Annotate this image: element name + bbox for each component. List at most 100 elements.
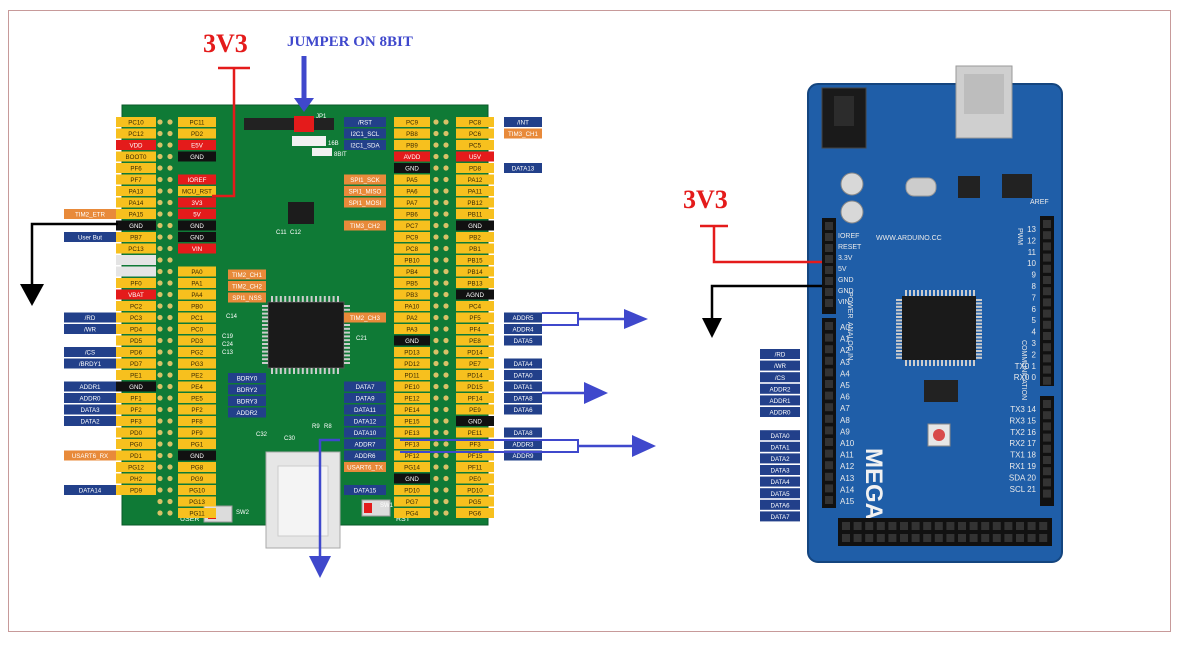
pin-label-bg — [504, 393, 542, 403]
col5-pin-6: SPI1_MISO — [344, 186, 386, 196]
mega-legend-label: ADDR1 — [770, 398, 792, 405]
mcu-pin — [301, 368, 304, 374]
pin-label-bg — [178, 347, 216, 357]
col2-pin-21: PD7 — [116, 358, 156, 369]
pin-label-bg — [456, 439, 494, 449]
pin-label-bg — [456, 232, 494, 242]
pin-label-text: PD14 — [467, 373, 483, 380]
pin-label-bg — [178, 209, 216, 219]
mega-mcu-pin — [976, 309, 982, 312]
header-pin-dot — [167, 337, 173, 344]
mega-silk-comm: TX1 18 — [1010, 451, 1036, 460]
pin-label-bg — [116, 462, 156, 472]
pin-label-text: PG9 — [191, 476, 204, 483]
mcu-pin — [275, 296, 278, 302]
mega-mcu-pin — [896, 339, 902, 342]
mega-mcu-chip — [902, 296, 976, 360]
header-pin-dot — [443, 452, 449, 459]
pin-label-bg — [456, 151, 494, 162]
pin-label-bg — [116, 381, 156, 392]
pin-label-bg — [504, 370, 542, 380]
pin-label-bg — [344, 427, 386, 438]
mega-header-pin — [825, 438, 833, 446]
pin-label-bg — [394, 427, 430, 438]
header-pin-dot — [443, 395, 449, 401]
pin-label-text: DATA4 — [513, 361, 533, 368]
mega-header-pin — [825, 345, 833, 354]
pin-label-bg — [116, 312, 156, 323]
col7-pin-21: PE7 — [456, 358, 494, 369]
header-pin-dot — [167, 211, 173, 217]
pin-label-text: PD0 — [130, 430, 143, 437]
mega-mcu-pin — [896, 312, 902, 315]
mega-mcu-pin — [933, 290, 935, 296]
pin-label-text: DATA14 — [79, 488, 102, 495]
addr-arrow-down — [309, 438, 340, 578]
header-pin-dot — [167, 441, 173, 447]
mega-header-pin — [992, 522, 1001, 530]
mega-silk-analog: A3 — [840, 358, 850, 367]
mega-silk-digital: 2 — [1032, 350, 1037, 359]
header-pin-dot — [167, 326, 173, 332]
col7-pin-23: PD15 — [456, 381, 494, 392]
pin-label-text: PG5 — [469, 499, 482, 506]
col4-pin-15: SPI1_NSS — [228, 292, 266, 303]
mcu-pin — [323, 296, 326, 302]
mega-header-pin — [992, 534, 1001, 542]
pin-label-text: PE15 — [404, 419, 420, 426]
mega-silk-analog: A14 — [840, 485, 855, 494]
mega-mcu-pin — [969, 360, 971, 366]
mega-header-pin — [1043, 332, 1051, 340]
col7-pin-34: PG6 — [456, 508, 494, 518]
mega-header-pin — [825, 414, 833, 423]
col8-pin-28: ADDR3 — [504, 439, 542, 449]
header-pin-dot — [433, 234, 439, 240]
pin-label-bg — [116, 220, 156, 231]
pin-label-text: GND — [468, 223, 482, 230]
header-pin-dot — [167, 487, 173, 493]
col6-pin-29: PF12 — [394, 450, 430, 461]
header-pin-dot — [157, 268, 163, 275]
header-pin-dot — [443, 291, 449, 298]
col2-pin-3: BOOT0 — [116, 151, 156, 162]
pin-label-text: PC8 — [469, 120, 482, 127]
pin-label-bg — [64, 358, 116, 369]
header-pin-dot — [443, 130, 449, 137]
pin-label-text: BOOT0 — [126, 154, 148, 161]
mcu-pin — [315, 296, 317, 302]
addr-arrow-top — [542, 309, 648, 329]
header-pin-dot — [157, 337, 163, 344]
pin-label-text: VIN — [192, 246, 202, 253]
pin-label-bg — [116, 450, 156, 461]
header-pin-dot — [157, 257, 163, 263]
mega-header-pin — [825, 222, 833, 230]
mega-header-pin — [1043, 444, 1051, 453]
header-pin-dot — [157, 406, 163, 413]
right-3v3-wire — [712, 226, 822, 264]
pin-label-bg — [116, 197, 156, 208]
col8-pin-27: DATA8 — [504, 427, 542, 438]
pin-label-text: U5V — [469, 154, 482, 161]
header-pin-dot — [433, 142, 439, 148]
mega-legend-label: DATA3 — [770, 468, 790, 475]
pin-label-bg — [178, 128, 216, 139]
mcu-pin — [262, 316, 268, 319]
mega-silk-power: 5V — [838, 266, 847, 273]
left-3v3-label: 3V3 — [203, 29, 248, 58]
pin-label-bg — [178, 393, 216, 403]
col2-pin-31: PH2 — [116, 473, 156, 484]
mega-mcu-pin — [921, 290, 923, 296]
pin-label-text: PA10 — [405, 304, 420, 311]
mega-header-pin — [923, 522, 932, 530]
col6-pin-10: PC9 — [394, 232, 430, 242]
pin-label-text: PF14 — [468, 396, 483, 403]
mega-header-pin — [900, 522, 908, 530]
pin-label-text: PB1 — [469, 246, 481, 253]
col3-pin-6: MCU_RST — [178, 186, 216, 196]
mega-legend-label: /CS — [775, 375, 785, 382]
col7-pin-8: PB11 — [456, 209, 494, 219]
arduino-mega-board: MEGA IOREFRESET3.3V5VGNDGNDVINA0A1A2A3A4… — [760, 65, 1063, 563]
col8-pin-21: DATA4 — [504, 358, 542, 369]
mcu-pin — [344, 335, 350, 338]
mega-header-pin — [825, 255, 833, 263]
